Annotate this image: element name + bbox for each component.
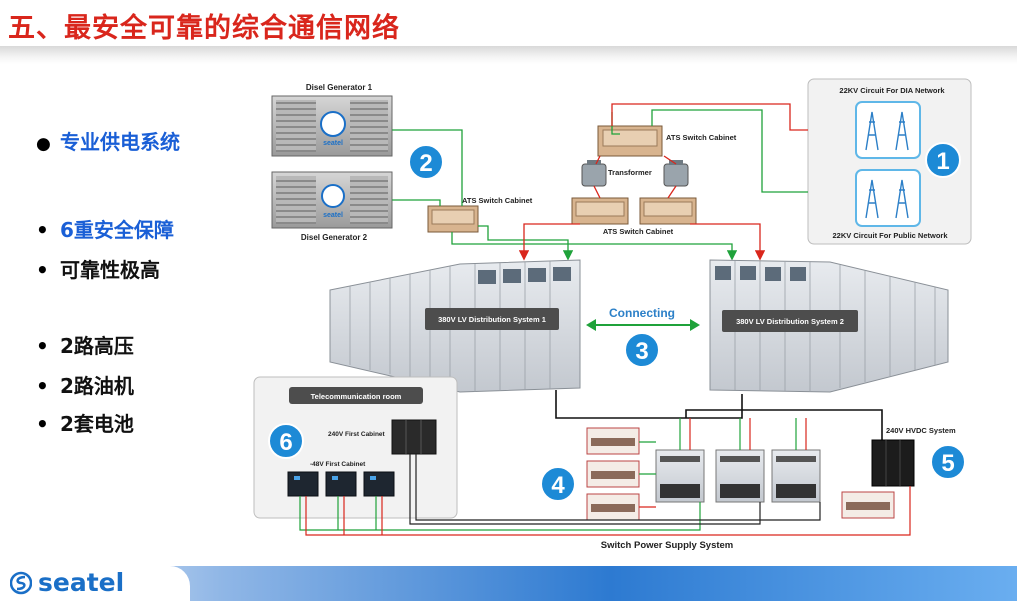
hvdc-label: 240V HVDC System xyxy=(886,426,956,435)
gen2-label: Disel Generator 2 xyxy=(301,233,368,242)
bullet-text: 2路油机 xyxy=(60,374,134,398)
gen-brand-label: seatel xyxy=(323,212,343,219)
telecom-room-label: Telecommunication room xyxy=(311,392,402,401)
badge-5: 5 xyxy=(930,444,966,480)
bottom-wiring-red xyxy=(305,418,911,536)
ats-bottom-left-cabinet xyxy=(571,197,629,225)
footer-logo-text: seatel xyxy=(38,568,125,597)
ats-bottom-label: ATS Switch Cabinet xyxy=(603,227,674,236)
battery-cells xyxy=(591,438,890,512)
ats-left-cabinet xyxy=(427,205,479,233)
badge-text: 6 xyxy=(279,429,292,456)
telecom-room-header xyxy=(289,387,423,404)
badge-1: 1 xyxy=(925,142,961,178)
bullet-item: 6重安全保障 xyxy=(36,214,174,243)
circuit-dia-label: 22KV Circuit For DIA Network xyxy=(839,86,945,95)
connecting-label: Connecting xyxy=(609,306,675,320)
hvdc-cabinet xyxy=(871,439,915,487)
switch-power-cabinets xyxy=(655,449,821,503)
bullet-item: 2套电池 xyxy=(36,408,134,437)
power-network-diagram: 22KV Circuit For DIA Network 22KV Circui… xyxy=(253,78,972,551)
bullet-text: 2路高压 xyxy=(60,334,134,358)
ats-bottom-right-cabinet xyxy=(639,197,697,225)
badge-text: 3 xyxy=(635,338,648,365)
wiring-green xyxy=(392,109,808,261)
badge-4: 4 xyxy=(540,466,576,502)
bus-lines xyxy=(555,390,883,440)
lv-distribution-2: 380V LV Distribution System 2 xyxy=(709,259,949,393)
transformer-label: Transformer xyxy=(608,168,652,177)
circuit-panel xyxy=(807,78,972,245)
ats-top-cabinet xyxy=(597,125,663,157)
bullet-text: 专业供电系统 xyxy=(60,130,180,154)
slide-title: 五、最安全可靠的综合通信网络 xyxy=(8,13,400,44)
cab-48-label: -48V First Cabinet xyxy=(310,461,366,468)
badge-3: 3 xyxy=(624,332,660,368)
switch-ps-label: Switch Power Supply System xyxy=(601,540,734,551)
lv-distribution-1: 380V LV Distribution System 1 xyxy=(329,259,581,393)
generator-2: seatel xyxy=(271,171,393,229)
circuit-public-label: 22KV Circuit For Public Network xyxy=(832,231,948,240)
bullet-text: 6重安全保障 xyxy=(60,218,174,242)
bullet-item: 可靠性极高 xyxy=(36,254,160,283)
bullet-text: 可靠性极高 xyxy=(60,258,160,282)
ats-left-label: ATS Switch Cabinet xyxy=(462,196,533,205)
ats-top-label: ATS Switch Cabinet xyxy=(666,133,737,142)
lv1-label: 380V LV Distribution System 1 xyxy=(438,315,546,324)
bottom-wiring-green xyxy=(299,418,797,531)
cab-240-label: 240V First Cabinet xyxy=(328,431,386,438)
bullet-item: 专业供电系统 xyxy=(36,126,180,155)
generator-1: seatel xyxy=(271,95,393,157)
title-underline-bar xyxy=(0,46,1017,64)
server-rack-240 xyxy=(391,419,437,455)
bullet-item: 2路高压 xyxy=(36,330,134,359)
server-racks-48 xyxy=(287,471,395,497)
bullet-text: 2套电池 xyxy=(60,412,134,436)
badge-text: 1 xyxy=(936,148,949,175)
bottom-wiring-black xyxy=(409,454,821,525)
badge-2: 2 xyxy=(408,144,444,180)
tower-icon xyxy=(865,111,909,219)
transformer-left xyxy=(581,160,607,187)
badge-text: 4 xyxy=(551,472,565,499)
wiring-red xyxy=(518,103,808,261)
badge-text: 5 xyxy=(941,450,954,477)
badge-6: 6 xyxy=(268,423,304,459)
bullet-item: 2路油机 xyxy=(36,370,134,399)
badge-text: 2 xyxy=(419,150,432,177)
gen1-label: Disel Generator 1 xyxy=(306,83,373,92)
lv2-label: 380V LV Distribution System 2 xyxy=(736,317,844,326)
seatel-logo-icon xyxy=(10,571,32,595)
gen-brand-label: seatel xyxy=(323,140,343,147)
